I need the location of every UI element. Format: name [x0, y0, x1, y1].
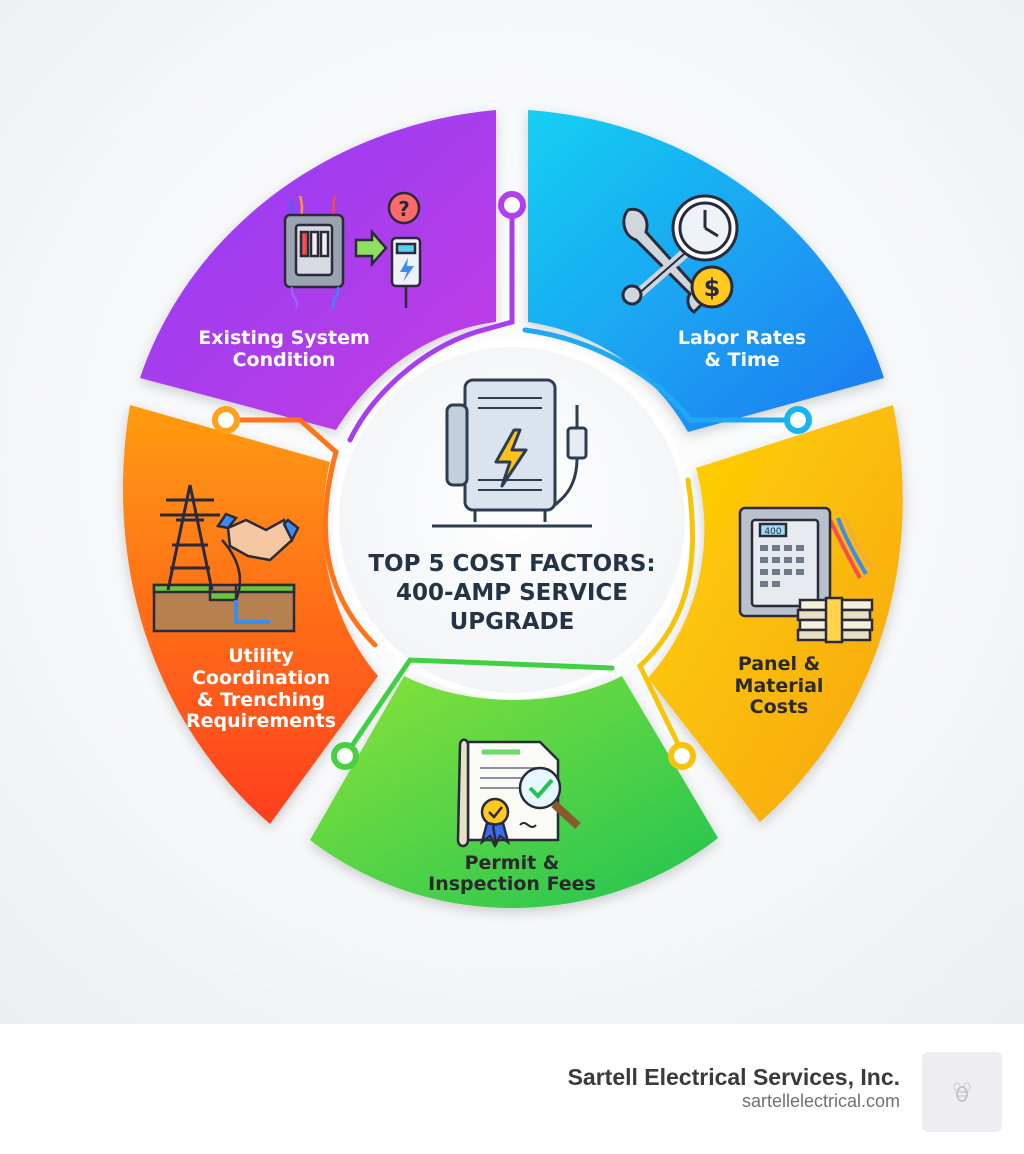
label-labor-line-2: & Time [704, 349, 779, 371]
center-title-line-2: 400-AMP SERVICE [396, 580, 628, 606]
panel-wires-cash-icon: 400 [738, 506, 874, 644]
center-title-line-1: TOP 5 COST FACTORS: [368, 551, 655, 577]
connector-yellow [636, 477, 696, 755]
connector-green [342, 657, 615, 759]
label-utility-line-2: Coordination [192, 667, 330, 689]
label-permit-line-1: Permit & [465, 852, 560, 874]
label-utility-line-3: & Trenching [197, 689, 325, 711]
label-panel-line-1: Panel & [738, 653, 820, 675]
center-title-line-3: UPGRADE [450, 609, 575, 635]
electrical-panel-question-icon: ? [283, 191, 422, 309]
footer-bar [0, 1024, 1024, 1154]
company-url-link[interactable]: sartellelectrical.com [741, 1091, 900, 1111]
infographic-stage: TOP 5 COST FACTORS: 400-AMP SERVICE UPGR… [0, 0, 1024, 1024]
connector-blue [522, 327, 801, 423]
wrench-clock-dollar-icon: $ [621, 194, 739, 314]
connector-node-yellow [668, 742, 696, 770]
bee-logo-icon [953, 1082, 971, 1102]
label-existing-line-1: Existing System [198, 327, 370, 349]
document-magnifier-badge-icon [456, 738, 581, 849]
label-panel-line-2: Material [735, 675, 824, 697]
label-utility-line-4: Requirements [186, 710, 336, 732]
connector-node-orange [212, 406, 240, 434]
label-labor-line-1: Labor Rates [678, 327, 806, 349]
transformer-lightning-icon [432, 378, 592, 528]
connector-node-blue [784, 406, 812, 434]
connector-node-purple [498, 191, 526, 219]
label-existing-line-2: Condition [233, 349, 336, 371]
svg-text:?: ? [398, 197, 410, 221]
svg-text:$: $ [704, 274, 721, 302]
connector-node-green [331, 742, 359, 770]
company-name: Sartell Electrical Services, Inc. [567, 1064, 900, 1090]
label-panel-line-3: Costs [750, 696, 809, 718]
svg-text:400: 400 [764, 527, 781, 537]
label-utility-line-1: Utility [228, 645, 294, 667]
tower-handshake-trench-icon [152, 484, 300, 633]
company-logo[interactable] [922, 1052, 1002, 1132]
cost-factors-diagram: TOP 5 COST FACTORS: 400-AMP SERVICE UPGR… [122, 110, 903, 909]
label-permit-line-2: Inspection Fees [428, 873, 596, 895]
connector-purple [347, 202, 515, 443]
connector-orange [225, 417, 378, 648]
center-circle [333, 341, 691, 699]
